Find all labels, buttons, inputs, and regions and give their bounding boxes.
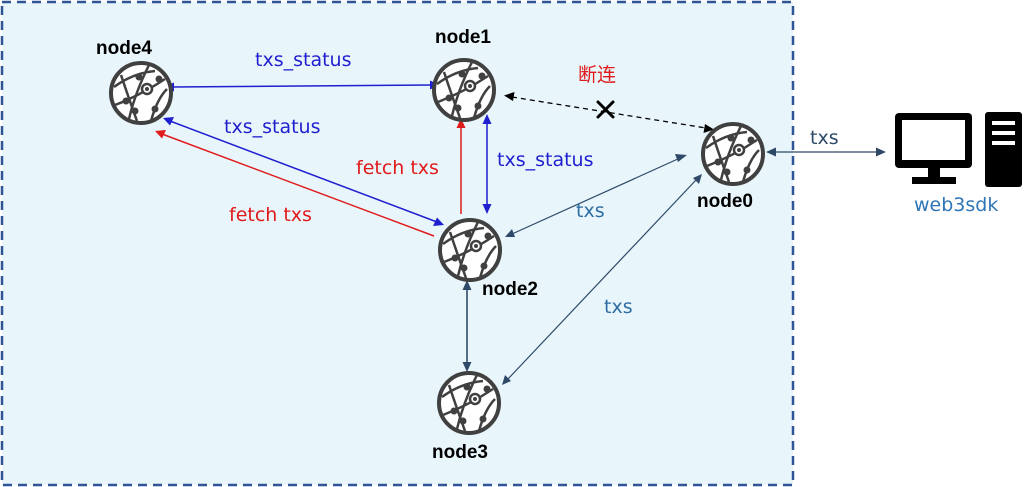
node3-label: node3 — [432, 442, 488, 463]
edge-label-node2-node4: fetch txs — [229, 204, 312, 226]
arrowhead — [766, 147, 776, 157]
node3-network-node-icon — [437, 371, 501, 435]
arrowhead — [505, 229, 515, 237]
node0-network-node-icon — [701, 122, 765, 186]
arrowhead — [456, 118, 466, 128]
arrowhead — [876, 147, 886, 157]
node1-label: node1 — [435, 27, 491, 48]
disconnect-x-icon — [596, 100, 615, 119]
arrowhead — [433, 217, 444, 226]
arrowhead — [703, 124, 714, 133]
edge-label-node0-web3sdk: txs — [810, 127, 839, 149]
arrowhead — [675, 154, 687, 162]
edge-label-node1-node2: txs_status — [497, 149, 593, 171]
edge-node4-node1 — [171, 84, 433, 88]
edge-node2-node4 — [161, 133, 435, 237]
computer-icon — [895, 112, 1022, 187]
edge-node0-node3 — [507, 179, 697, 380]
node2-network-node-icon — [438, 218, 502, 282]
edge-label-node0-node2: txs — [576, 200, 605, 222]
node4-network-node-icon — [109, 61, 173, 125]
node4-label: node4 — [96, 38, 152, 59]
arrowhead — [482, 204, 492, 214]
arrowhead — [163, 117, 174, 126]
arrowhead — [155, 130, 166, 139]
web3sdk-label: web3sdk — [914, 194, 998, 216]
node2-label: node2 — [482, 279, 538, 300]
edge-node4-node2 — [169, 120, 438, 223]
arrowhead — [482, 114, 492, 124]
edge-label-node0-node3: txs — [604, 296, 633, 318]
arrowhead — [462, 362, 472, 372]
edge-label-node4-node2: txs_status — [224, 116, 320, 138]
edge-label-node1-node0: 断连 — [578, 64, 616, 86]
arrowhead — [502, 375, 511, 385]
node1-network-node-icon — [432, 58, 496, 122]
edge-node1-node0 — [511, 96, 707, 129]
node0-label: node0 — [697, 191, 753, 212]
edge-label-node2-node1: fetch txs — [356, 157, 439, 179]
edge-label-node4-node1: txs_status — [255, 49, 351, 71]
arrowhead — [504, 92, 515, 101]
arrowhead — [462, 280, 472, 290]
edge-node0-node2 — [511, 157, 681, 235]
arrowhead — [693, 174, 702, 184]
